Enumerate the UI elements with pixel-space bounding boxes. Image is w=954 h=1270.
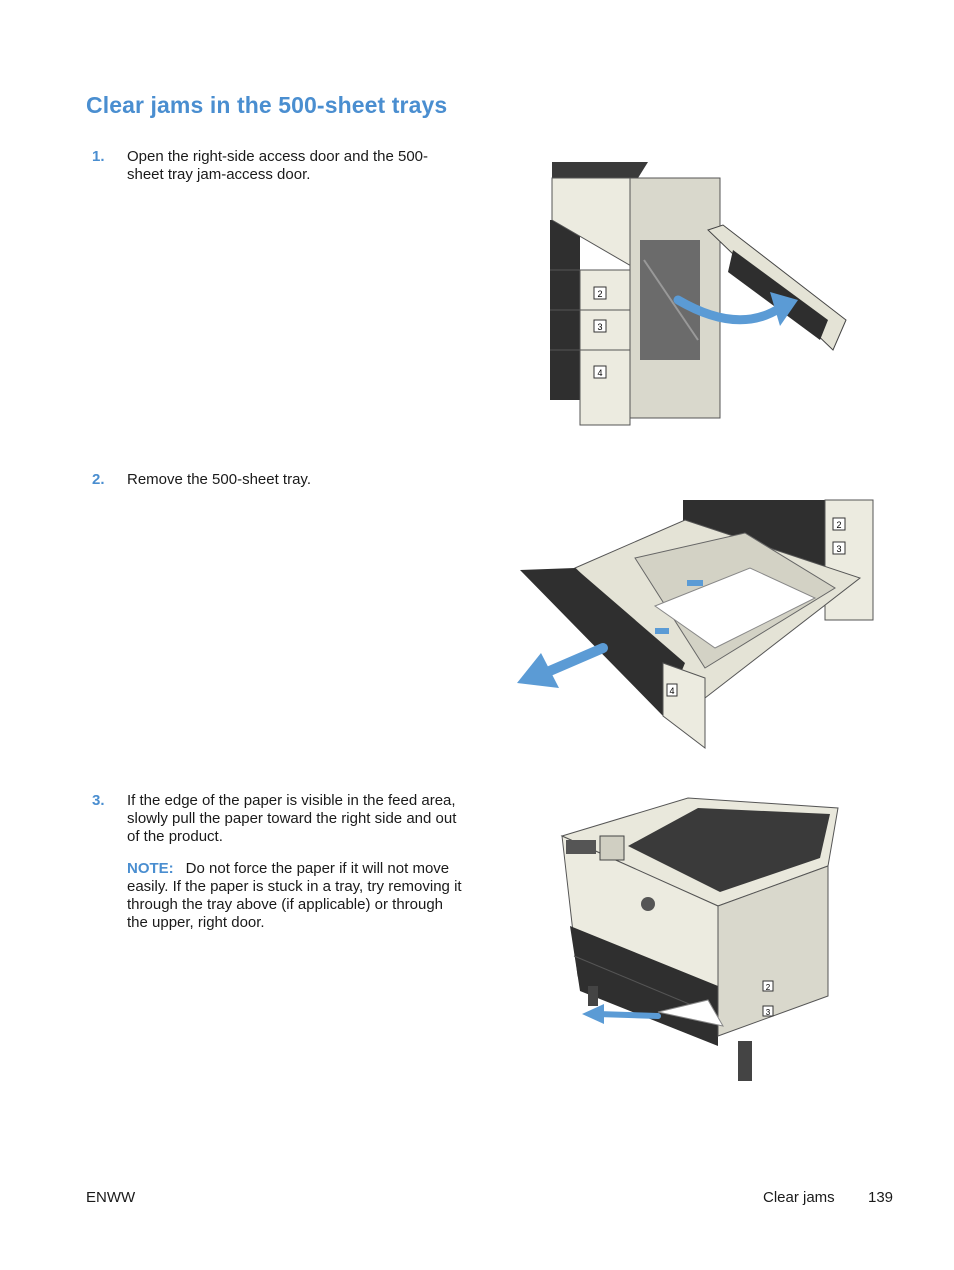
- step-text: Remove the 500-sheet tray.: [127, 471, 311, 488]
- tray-2-label: 2: [836, 520, 841, 530]
- note-label: NOTE:: [127, 860, 174, 877]
- step-3: 3. If the edge of the paper is visible i…: [92, 792, 462, 932]
- tray-3-label: 3: [836, 544, 841, 554]
- step-text: If the edge of the paper is visible in t…: [127, 792, 457, 845]
- tray-2-label: 2: [597, 289, 602, 299]
- step-text: Open the right-side access door and the …: [127, 148, 429, 183]
- page-number: 139: [868, 1189, 894, 1206]
- footer-left: ENWW: [86, 1189, 136, 1206]
- page-title: Clear jams in the 500-sheet trays: [86, 92, 448, 118]
- note-text: Do not force the paper if it will not mo…: [127, 860, 462, 931]
- tray-3-label: 3: [597, 322, 602, 332]
- tray-2-label: 2: [766, 983, 771, 992]
- note: NOTE:Do not force the paper if it will n…: [127, 860, 462, 932]
- step-1: 1. Open the right-side access door and t…: [92, 148, 462, 184]
- step-number: 1.: [92, 148, 105, 165]
- footer-section: Clear jams: [763, 1189, 835, 1206]
- figure-remove-tray: 2 3 4: [517, 499, 874, 750]
- step-number: 3.: [92, 792, 105, 809]
- tray-4-label: 4: [597, 368, 602, 378]
- step-number: 2.: [92, 471, 105, 488]
- figure-open-right-door: 2 3 4: [550, 162, 847, 426]
- tray-4-label: 4: [669, 686, 674, 696]
- tray-3-label: 3: [766, 1008, 771, 1017]
- step-2: 2. Remove the 500-sheet tray.: [92, 471, 462, 489]
- figure-pull-paper: 2 3: [560, 797, 839, 1081]
